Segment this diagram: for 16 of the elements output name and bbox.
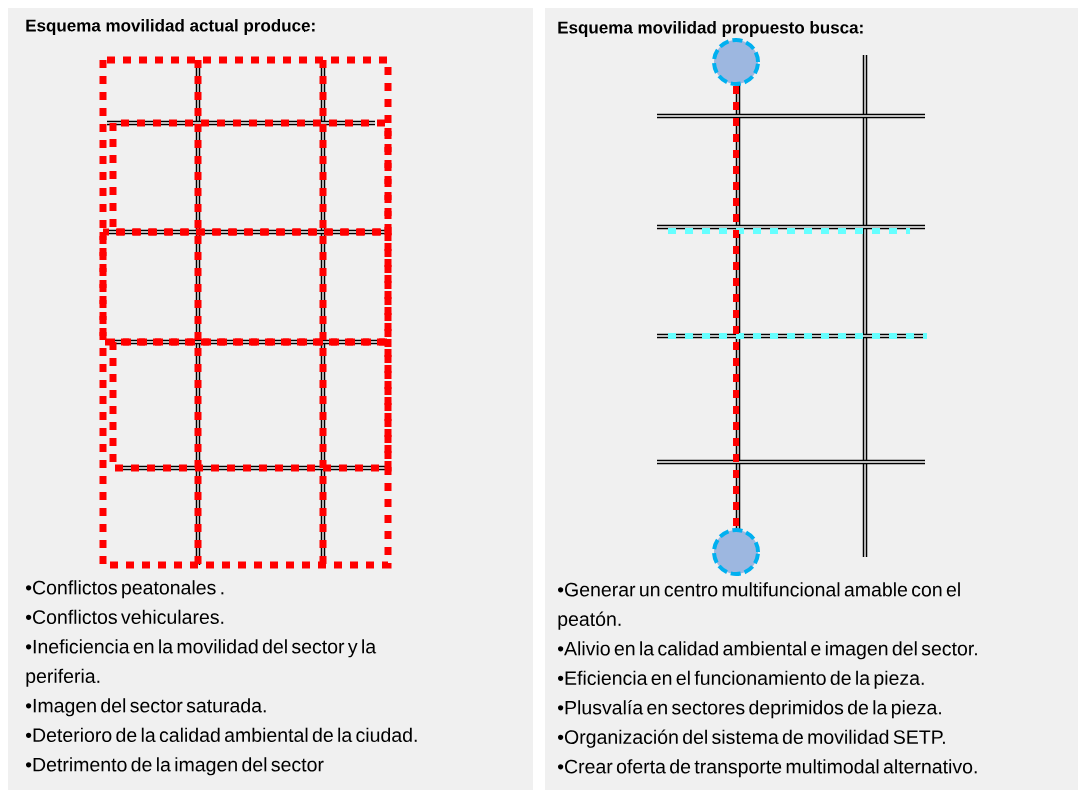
- bullet-item: •Conflictos peatonales .: [25, 580, 224, 599]
- bullet-item: •Eficiencia en el funcionamiento de la pieza.: [558, 670, 924, 689]
- bullet-item: •Alivio en la calidad ambiental e imagen del sector.: [558, 641, 977, 660]
- panel-title: Esquema movilidad actual produce:: [26, 19, 315, 35]
- circle-marker: [712, 528, 760, 576]
- bullet-item: •Detrimento de la imagen del sector: [25, 757, 324, 776]
- circle-marker: [712, 38, 760, 86]
- bullet-item: •Organización del sistema de movilidad SETP.: [558, 729, 945, 748]
- bullet-item: •Ineficiencia en la movilidad del sector y la periferia.: [25, 639, 377, 687]
- bullet-item: •Plusvalía en sectores deprimidos de la pieza.: [558, 700, 941, 719]
- bullet-item: •Deterioro de la calidad ambiental de la ciudad.: [25, 727, 417, 742]
- bullet-item: •Conflictos vehiculares.: [25, 609, 224, 624]
- bullet-item: •Crear oferta de transporte multimodal alternativo.: [558, 759, 977, 778]
- panel-title: Esquema movilidad propuesto busca:: [558, 21, 863, 37]
- bullet-item: •Generar un centro multifuncional amable con el peatón.: [558, 582, 960, 630]
- bullet-item: •Imagen del sector saturada.: [25, 698, 266, 717]
